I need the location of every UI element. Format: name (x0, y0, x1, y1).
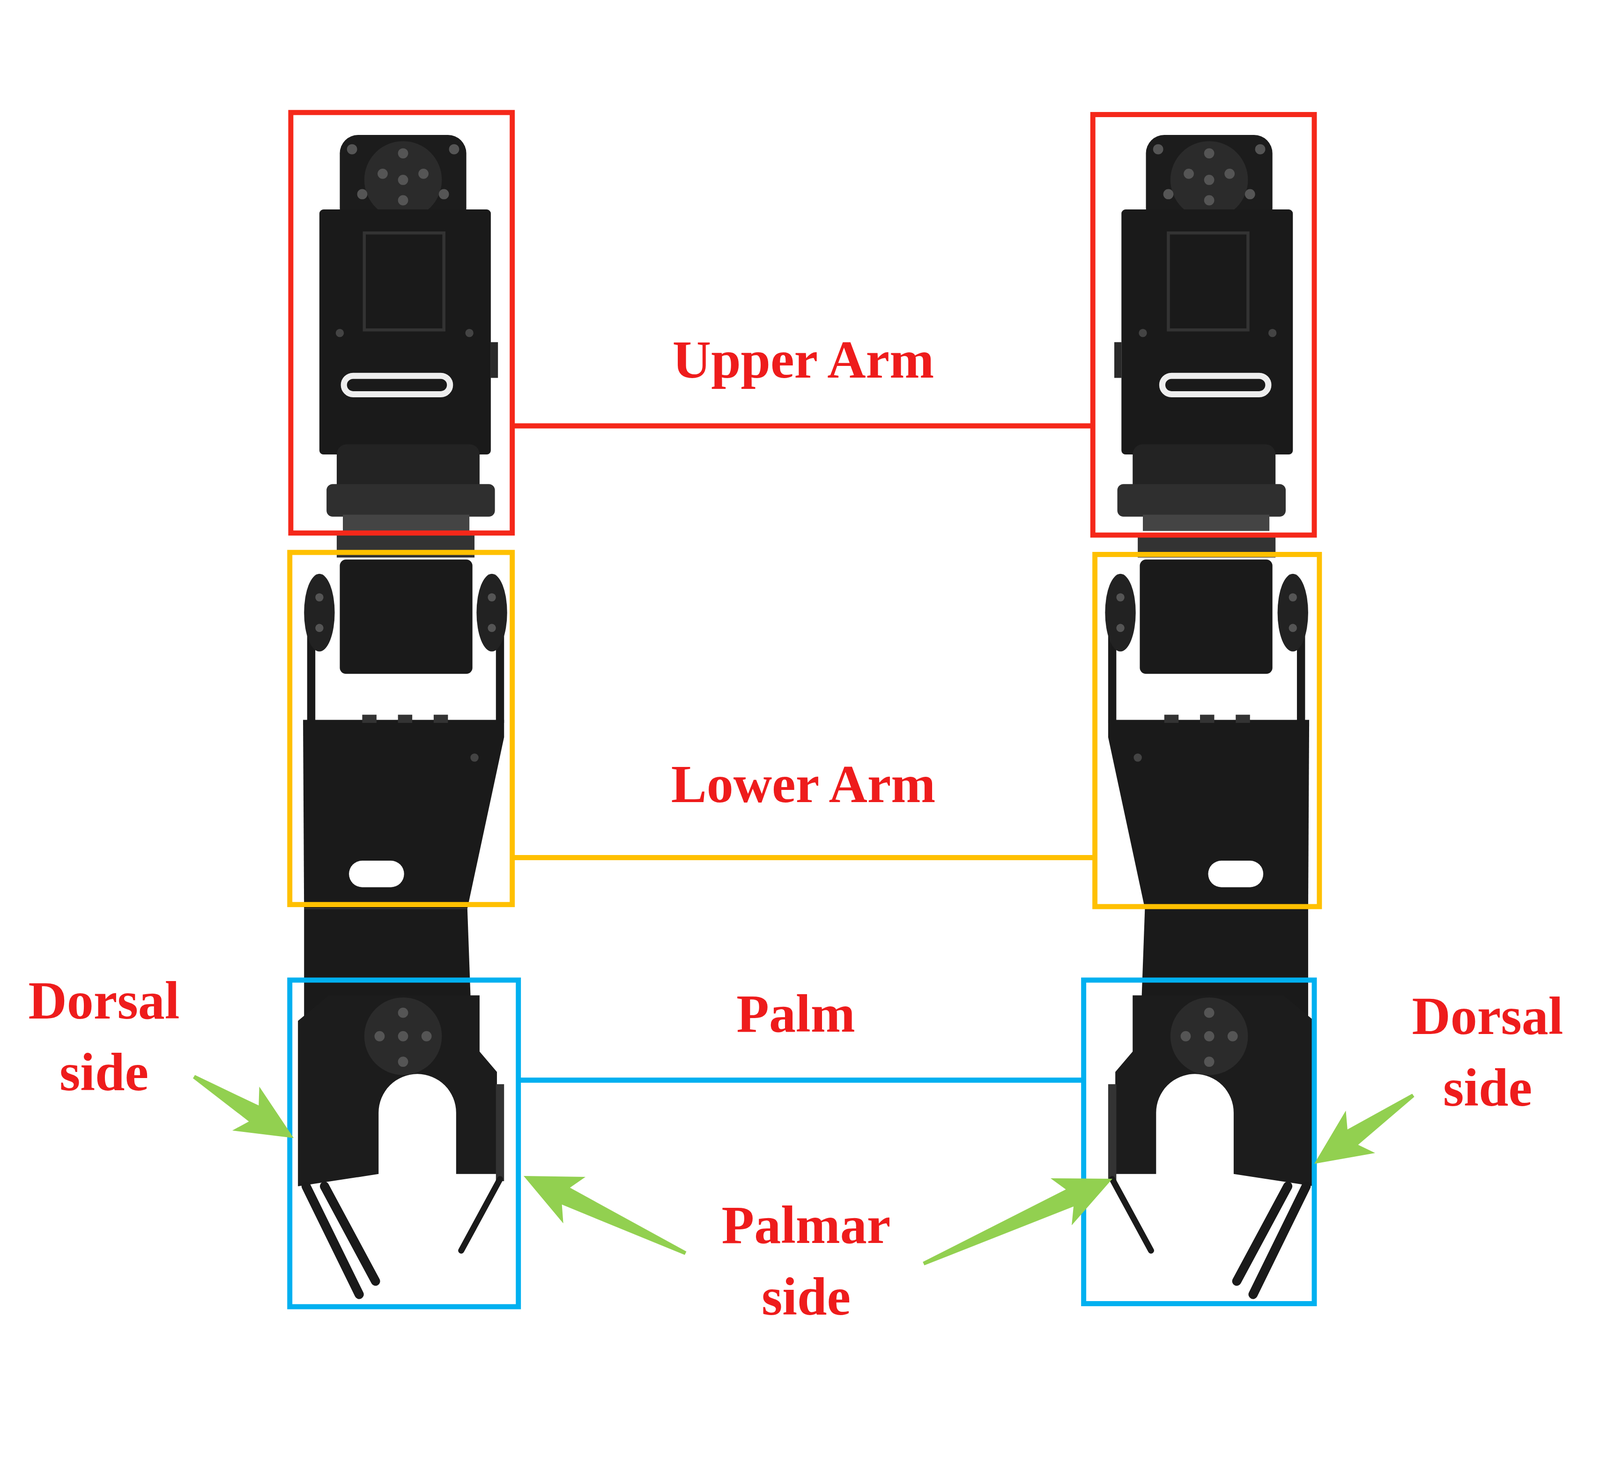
upper-arm-box (1092, 114, 1315, 536)
side-label: Dorsal side (1389, 979, 1586, 1124)
part-label: Palm (631, 977, 960, 1050)
palm-line (518, 1077, 1084, 1083)
left-robot-arm (297, 134, 508, 1295)
side-label: Palmar side (698, 1188, 914, 1333)
lower-arm-box (289, 552, 513, 905)
connecting-lines (512, 425, 1096, 1080)
side-label: Dorsal side (5, 964, 203, 1108)
palmar-arrow (912, 1155, 1123, 1288)
palmar-arrow (512, 1152, 697, 1276)
right-robot-arm (1104, 134, 1315, 1295)
upper-arm-line (512, 423, 1094, 429)
highlight-boxes (289, 112, 1320, 1307)
part-label: Lower Arm (592, 748, 1015, 820)
part-label: Upper Arm (592, 323, 1015, 396)
upper-arm-box (290, 112, 513, 534)
dorsal-arrow (1299, 1073, 1429, 1185)
palm-box (289, 979, 519, 1307)
lower-arm-line (512, 854, 1096, 860)
dorsal-arrow (180, 1054, 308, 1160)
lower-arm-box (1095, 554, 1320, 907)
palm-box (1083, 979, 1315, 1304)
